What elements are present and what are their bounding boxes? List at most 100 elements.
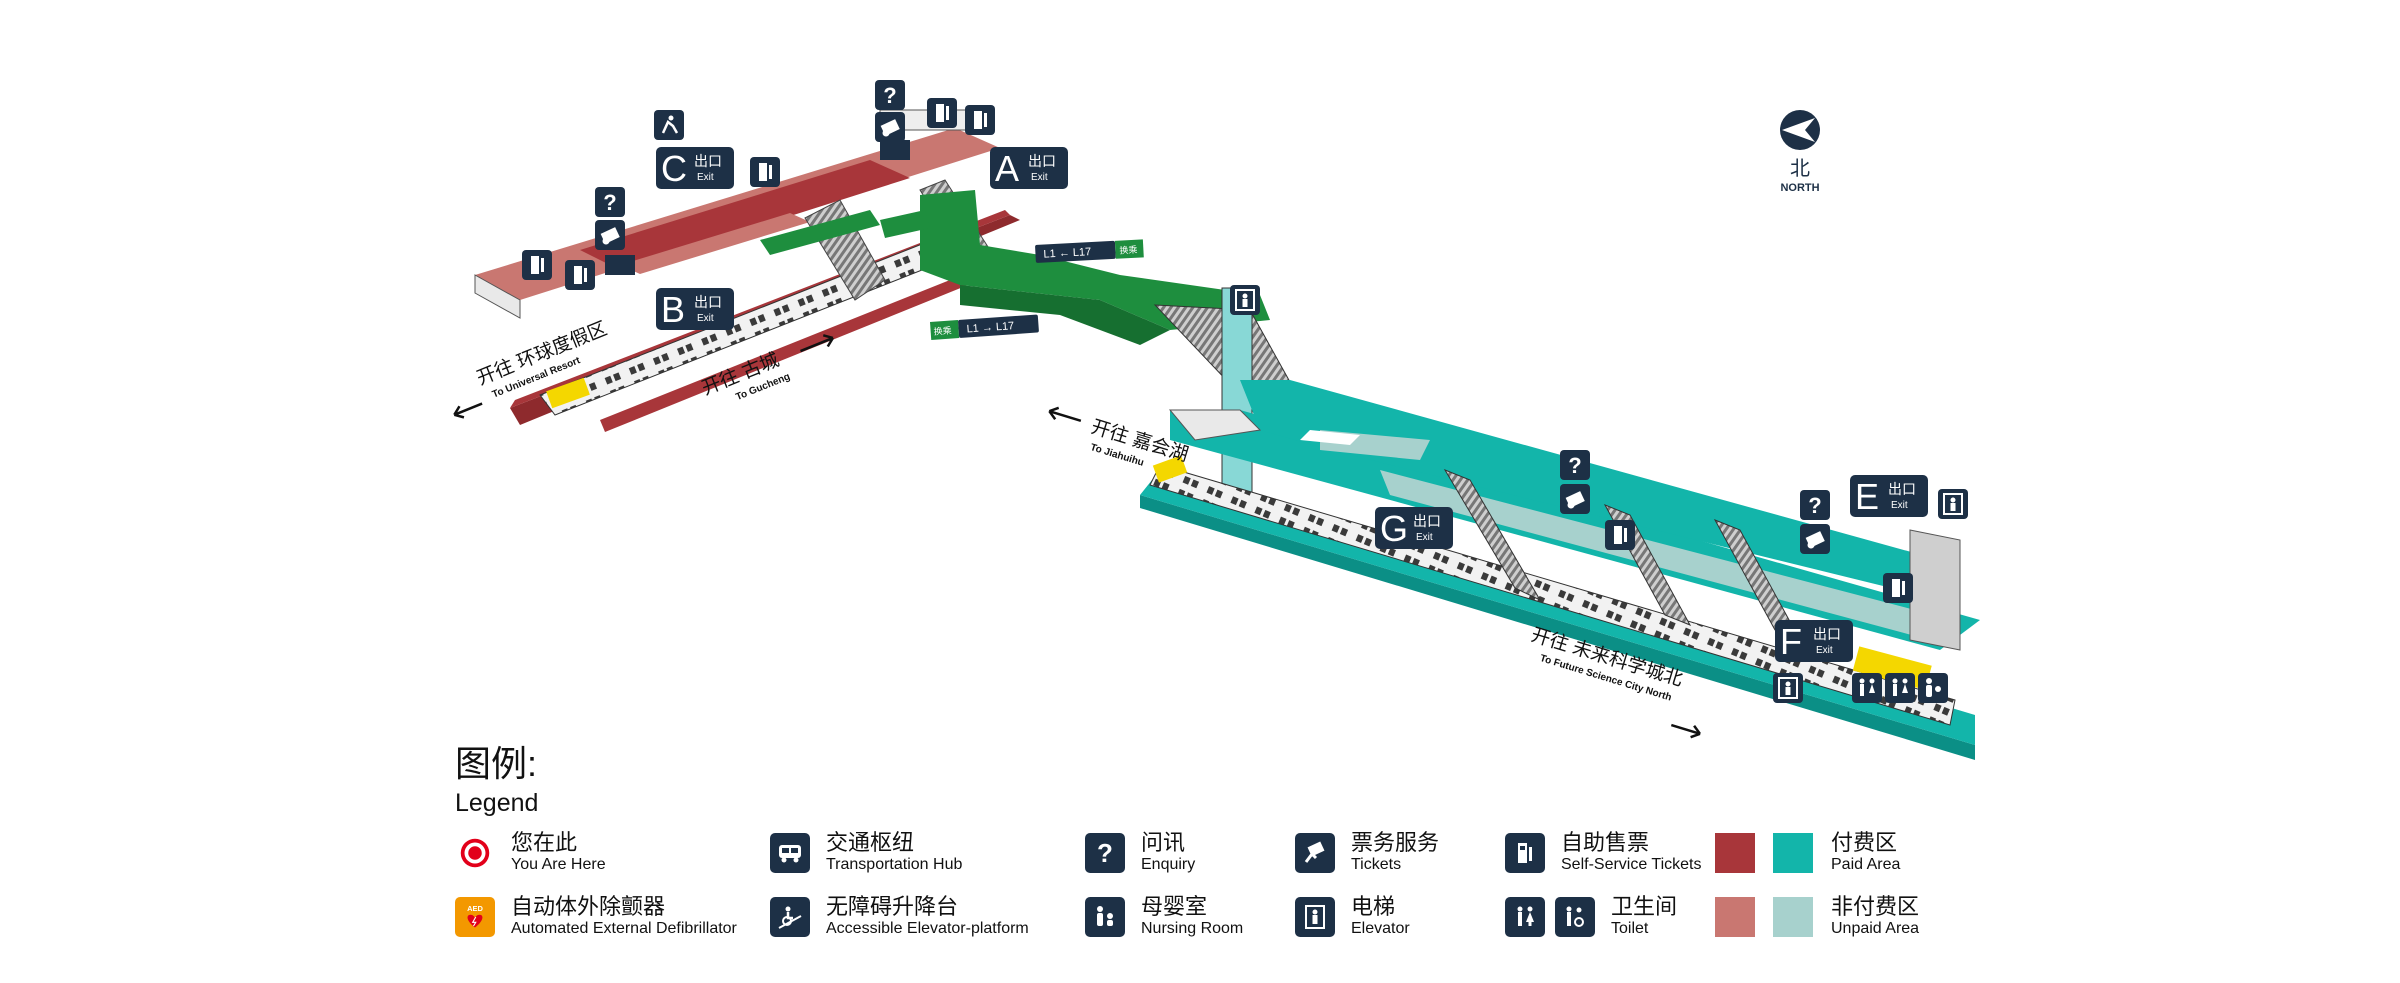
elevator-icon [1295,897,1335,937]
transfer-sign-tag: 换乘 [933,325,952,337]
toilet-icon [1885,673,1915,703]
enquiry-icon [1560,450,1590,480]
direction-arrow [453,402,483,419]
legend-cn: 票务服务 [1351,830,1440,855]
legend-cn: 自助售票 [1561,830,1650,855]
accessible-platform-icon [770,897,810,937]
line1-station [474,109,1020,432]
tickets-icon [1560,484,1590,514]
tickets-icon [595,220,625,250]
exit-letter: A [995,148,1019,189]
legend-cn: 母婴室 [1141,894,1208,919]
transfer-sign-tag: 换乘 [1119,244,1138,256]
tickets-icon [1295,833,1335,873]
exit-label-b[interactable]: B 出口 Exit [656,288,734,330]
aed-icon: AED [455,897,495,937]
accessible-platform-icon [654,110,684,140]
you-are-here-icon [455,833,495,873]
legend-en: Accessible Elevator-platform [826,920,1029,937]
enquiry-icon [875,80,905,110]
exit-en: Exit [697,313,714,324]
line17-station [1140,380,1980,760]
compass: 北 NORTH [1780,110,1820,194]
legend-cn: 电梯 [1351,894,1396,919]
legend-en: Tickets [1351,856,1402,873]
self-service-tickets-icon [565,260,595,290]
exit-label-f[interactable]: F 出口 Exit [1775,620,1853,662]
exit-letter: F [1780,621,1802,662]
legend-en: Automated External Defibrillator [511,920,737,937]
elevator-icon [1773,673,1803,703]
legend-cn: 问讯 [1141,830,1186,855]
legend-en: Self-Service Tickets [1561,856,1702,873]
exit-cn: 出口 [1028,153,1056,169]
exit-en: Exit [1816,645,1833,656]
enquiry-icon: ? [1085,833,1125,873]
legend-cn: 付费区 [1831,830,1898,855]
nursing-room-icon [1918,673,1948,703]
exit-en: Exit [1416,532,1433,543]
compass-cn: 北 [1790,157,1810,180]
legend-en: Toilet [1611,920,1649,937]
legend-en: Unpaid Area [1831,920,1920,937]
legend-en: Elevator [1351,920,1410,937]
enquiry-icon [595,187,625,217]
legend-en: Nursing Room [1141,920,1244,937]
legend-title: 图例: [455,743,538,784]
accessible-toilet-icon [1555,897,1595,937]
exit-label-a[interactable]: A 出口 Exit [990,147,1068,189]
line1-paid-swatch [1715,833,1755,873]
exit-label-c[interactable]: C 出口 Exit [656,147,734,189]
legend-cn: 交通枢纽 [826,830,915,855]
legend-en: Paid Area [1831,856,1901,873]
exit-letter: B [661,289,685,330]
elevator-icon [1230,285,1260,315]
line17-paid-swatch [1773,833,1813,873]
legend-cn: 您在此 [511,830,578,855]
legend-cn: 卫生间 [1611,894,1678,919]
self-service-tickets-icon [1883,573,1913,603]
line1-unpaid-swatch [1715,897,1755,937]
tickets-icon [875,112,905,142]
self-service-tickets-icon [1505,833,1545,873]
direction-arrow [800,334,835,353]
exit-cn: 出口 [694,153,722,169]
toilet-icon [1505,897,1545,937]
tickets-icon [1800,524,1830,554]
elevator-icon [1938,489,1968,519]
transportation-hub-icon [770,833,810,873]
transfer-sign-text: L1 ← L17 [1043,246,1091,260]
transfer-sign-2: 换乘 L1 → L17 [930,314,1039,340]
exit-en: Exit [697,172,714,183]
self-service-tickets-icon [965,105,995,135]
transfer-sign-1: L1 ← L17 换乘 [1035,239,1144,263]
exit-label-e[interactable]: E 出口 Exit [1850,475,1928,517]
exit-letter: C [661,148,687,189]
self-service-tickets-icon [522,250,552,280]
line17-unpaid-swatch [1773,897,1813,937]
legend-subtitle: Legend [455,789,539,817]
self-service-tickets-icon [750,157,780,187]
exit-cn: 出口 [1888,481,1916,497]
exit-label-g[interactable]: G 出口 Exit [1375,507,1453,549]
exit-cn: 出口 [1413,513,1441,529]
toilet-icon [1852,673,1882,703]
exit-en: Exit [1031,172,1048,183]
svg-text:?: ? [1097,838,1113,868]
self-service-tickets-icon [927,98,957,128]
legend-cn: 无障碍升降台 [826,894,959,919]
legend-en: Enquiry [1141,856,1196,873]
